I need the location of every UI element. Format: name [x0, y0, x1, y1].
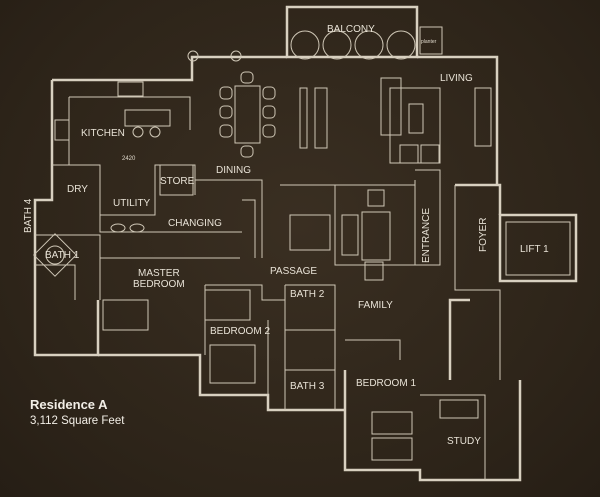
- label-dry: DRY: [67, 184, 88, 195]
- label-dimension: 2420: [122, 156, 136, 162]
- label-living: LIVING: [440, 73, 473, 84]
- label-master: MASTER: [138, 268, 180, 279]
- label-foyer: FOYER: [478, 218, 489, 252]
- label-bath3: BATH 3: [290, 381, 325, 392]
- label-bedroom1: BEDROOM 1: [356, 378, 416, 389]
- label-kitchen: KITCHEN: [81, 128, 125, 139]
- furniture: [33, 71, 492, 461]
- label-dining: DINING: [216, 165, 251, 176]
- label-study: STUDY: [447, 436, 481, 447]
- balcony-planters: [187, 30, 416, 62]
- label-utility: UTILITY: [113, 198, 151, 209]
- label-entrance: ENTRANCE: [421, 208, 432, 263]
- label-bedroom2: BEDROOM 2: [210, 326, 270, 337]
- label-changing: CHANGING: [168, 218, 222, 229]
- label-planter: planter: [421, 39, 437, 45]
- label-lift: LIFT 1: [520, 244, 549, 255]
- label-balcony: BALCONY: [327, 24, 375, 35]
- label-bath2: BATH 2: [290, 289, 325, 300]
- label-family: FAMILY: [358, 300, 393, 311]
- label-bath4: BATH 4: [23, 198, 34, 233]
- label-bath1: BATH 1: [45, 250, 80, 261]
- room-labels: BALCONY planter LIVING KITCHEN DINING 24…: [23, 24, 549, 447]
- exterior-walls: [33, 5, 578, 482]
- caption: Residence A 3,112 Square Feet: [30, 397, 124, 427]
- label-passage: PASSAGE: [270, 266, 317, 277]
- label-master-bedroom: BEDROOM: [133, 279, 185, 290]
- residence-area: 3,112 Square Feet: [30, 415, 125, 427]
- label-store: STORE: [160, 176, 195, 187]
- residence-title: Residence A: [30, 397, 108, 412]
